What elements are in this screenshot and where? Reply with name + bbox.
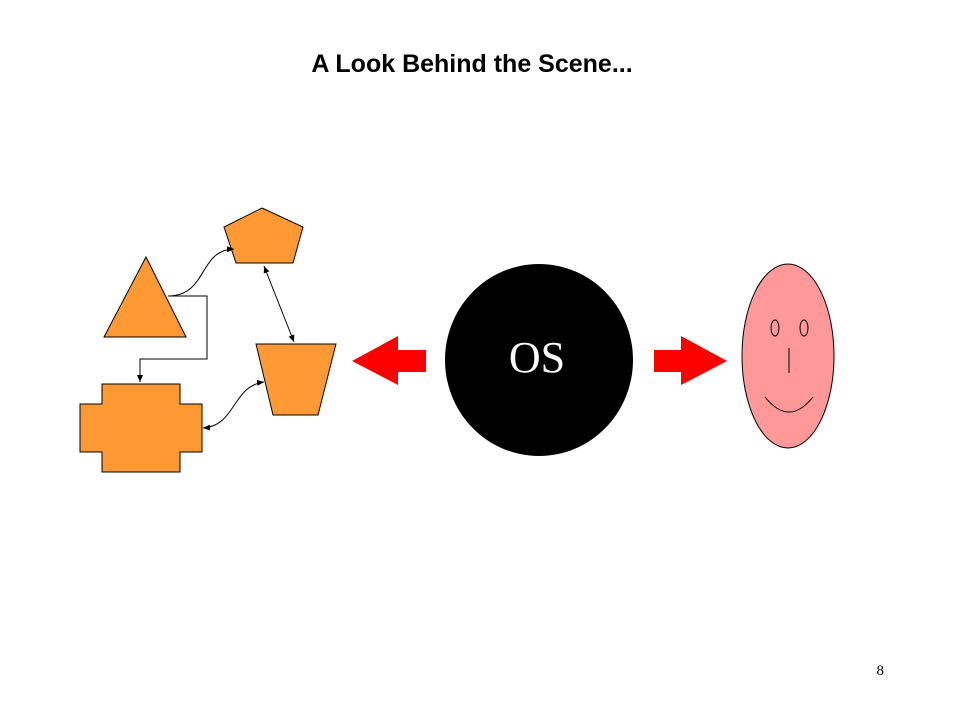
os-circle [445,264,633,456]
pentagon-shape [223,207,304,264]
page-number: 8 [876,663,885,679]
pentagon-trapezoid-connector [263,265,295,343]
trapezoid-cross-connector [202,379,265,431]
right-red-arrow [654,336,727,385]
triangle-to-pentagon-connector [167,246,235,297]
right-eye [799,319,809,337]
left-eye [770,319,780,337]
smiley-face-icon [741,263,835,449]
slide-title: A Look Behind the Scene... [311,50,633,78]
smile [764,396,814,413]
triangle-to-cross-connector [137,295,208,382]
triangle-shape [103,255,187,338]
cross-shape [79,383,203,473]
os-label: OS [509,333,565,382]
trapezoid-shape [255,343,337,416]
left-red-arrow [352,336,426,385]
